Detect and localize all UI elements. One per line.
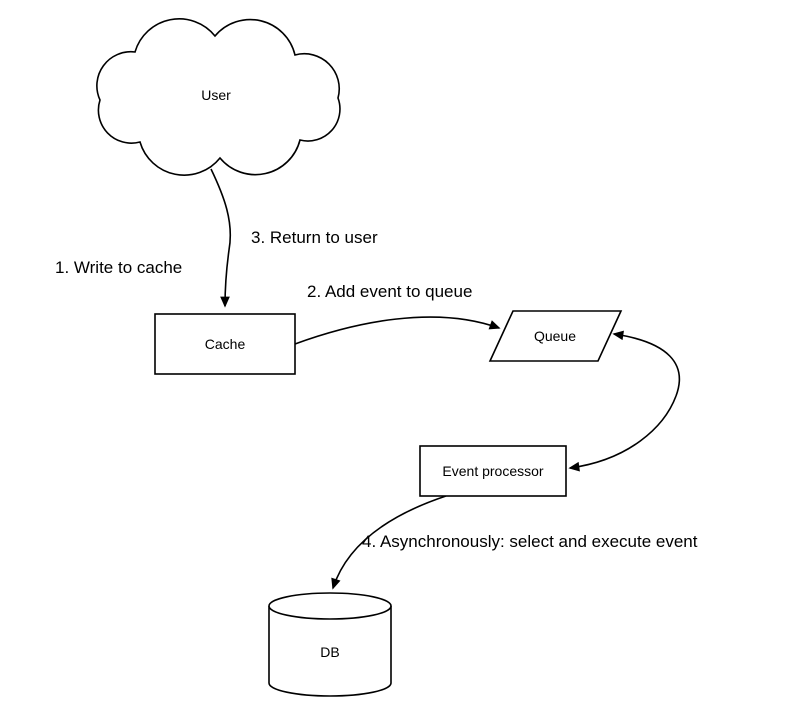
cache-box [154, 313, 296, 375]
queue-parallelogram [488, 310, 623, 362]
step3-label: 3. Return to user [251, 228, 378, 247]
user-cache-arrow [210, 168, 232, 308]
queue-eventprocessor-connector-upper [612, 330, 681, 397]
queue-label: Queue [534, 328, 576, 344]
cache-label: Cache [205, 336, 246, 352]
eventprocessor-db-arrow [331, 495, 447, 590]
user-label: User [201, 87, 231, 103]
step1-label: 1. Write to cache [55, 258, 182, 277]
cache-queue-arrow [294, 316, 501, 345]
event-processor-box [419, 445, 567, 497]
db-cylinder-body [268, 606, 392, 697]
event-processor-label: Event processor [442, 463, 543, 479]
step2-label: 2. Add event to queue [307, 282, 472, 301]
step4-label: 4. Asynchronously: select and execute ev… [362, 532, 698, 551]
db-cylinder-top [268, 592, 392, 620]
user-cloud-shape [96, 18, 341, 176]
queue-eventprocessor-connector-lower [568, 395, 677, 472]
db-label: DB [320, 644, 339, 660]
